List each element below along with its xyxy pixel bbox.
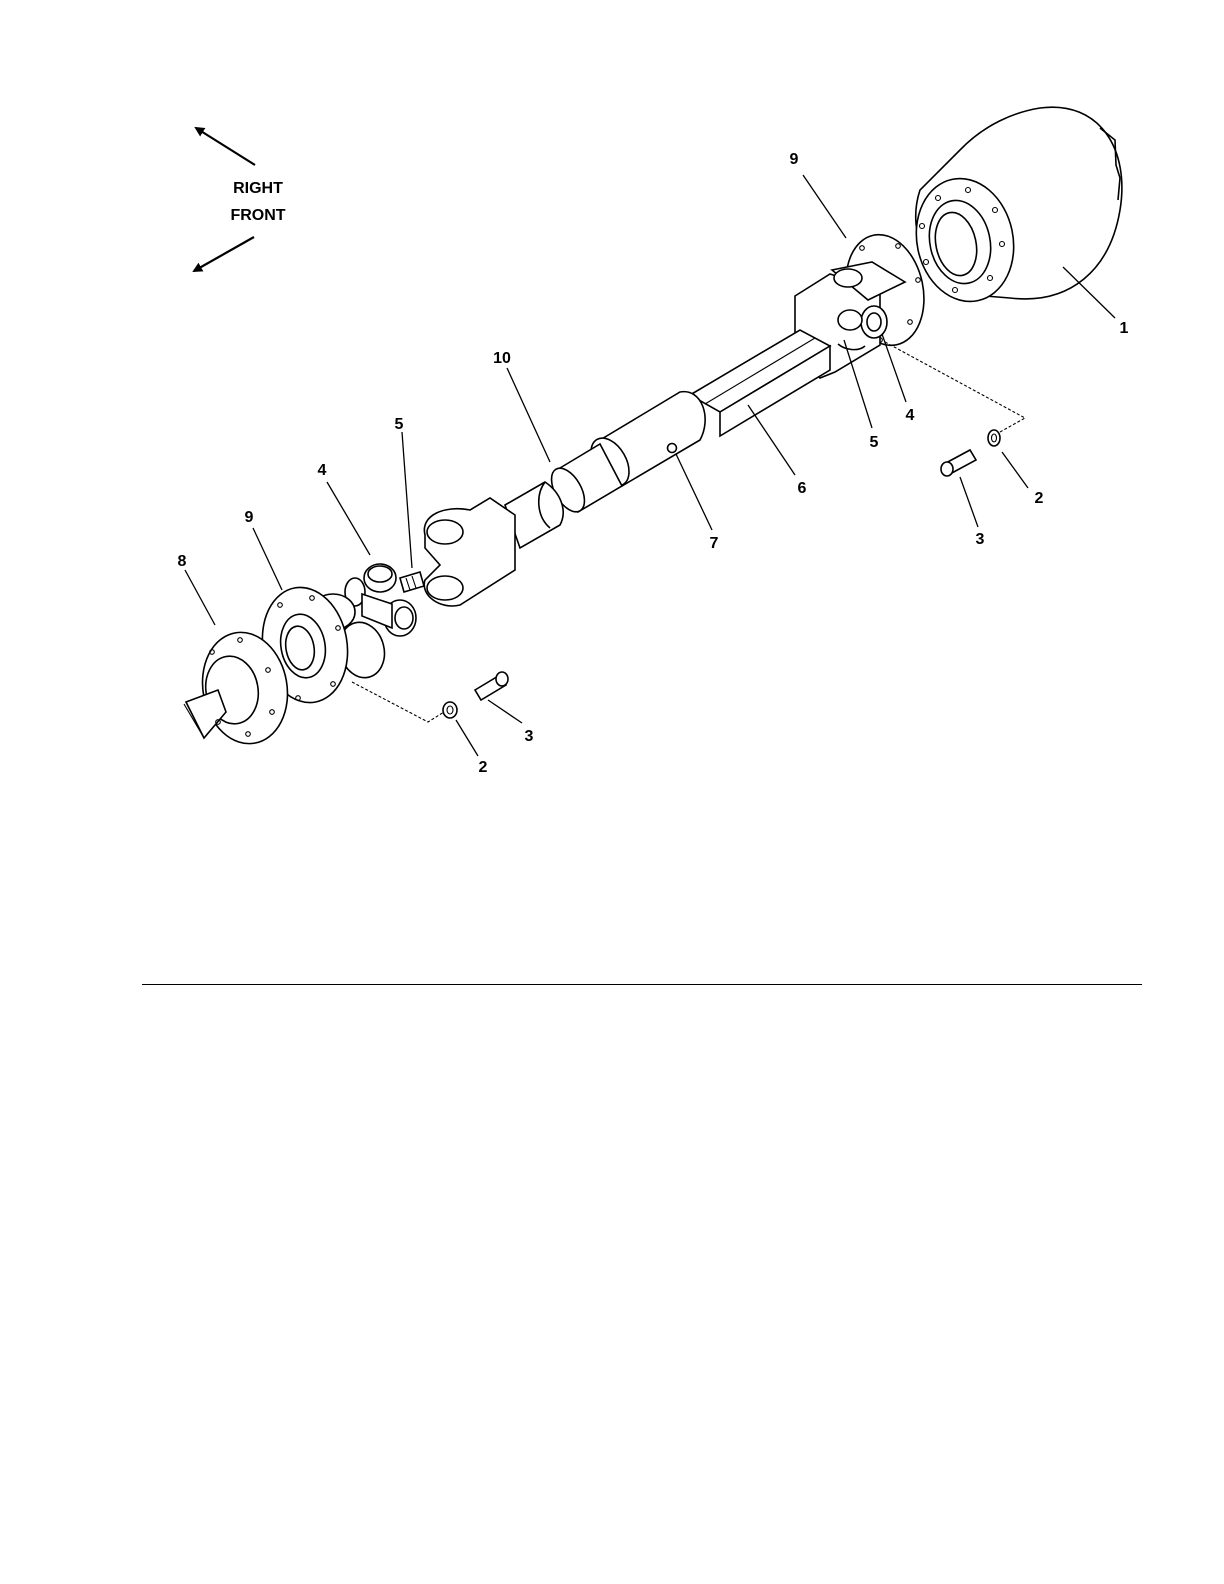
right-label: RIGHT: [233, 180, 283, 197]
callout-4-left: 4: [318, 462, 327, 479]
callout-1: 1: [1120, 320, 1129, 337]
grease-fitting-left: [400, 572, 424, 592]
callout-5-left: 5: [395, 416, 404, 433]
front-arrow: [194, 237, 254, 271]
orientation-indicator: RIGHT FRONT: [194, 128, 286, 271]
callout-6: 6: [798, 480, 807, 497]
hardware-right: [941, 430, 1000, 476]
callout-8: 8: [178, 553, 187, 570]
lock-washer-left: [443, 702, 457, 718]
front-label: FRONT: [230, 207, 285, 224]
callout-9-right: 9: [790, 151, 799, 168]
callout-10: 10: [493, 350, 511, 367]
callout-5-right: 5: [870, 434, 879, 451]
callout-7: 7: [710, 535, 719, 552]
drive-tube: [505, 392, 705, 548]
gearbox-housing: [905, 107, 1122, 310]
callout-2-right: 2: [1035, 490, 1044, 507]
slip-shaft: [690, 330, 830, 436]
callout-3-left: 3: [525, 728, 534, 745]
callout-4-right: 4: [906, 407, 915, 424]
slip-yoke-left: [424, 498, 515, 606]
callout-9-left: 9: [245, 509, 254, 526]
callout-3-right: 3: [976, 531, 985, 548]
right-arrow: [196, 128, 255, 165]
assembly-line-left: [352, 682, 444, 722]
lock-washer-right: [988, 430, 1000, 446]
horizontal-rule: [142, 984, 1142, 985]
callout-2-left: 2: [479, 759, 488, 776]
hardware-left: [443, 672, 508, 718]
